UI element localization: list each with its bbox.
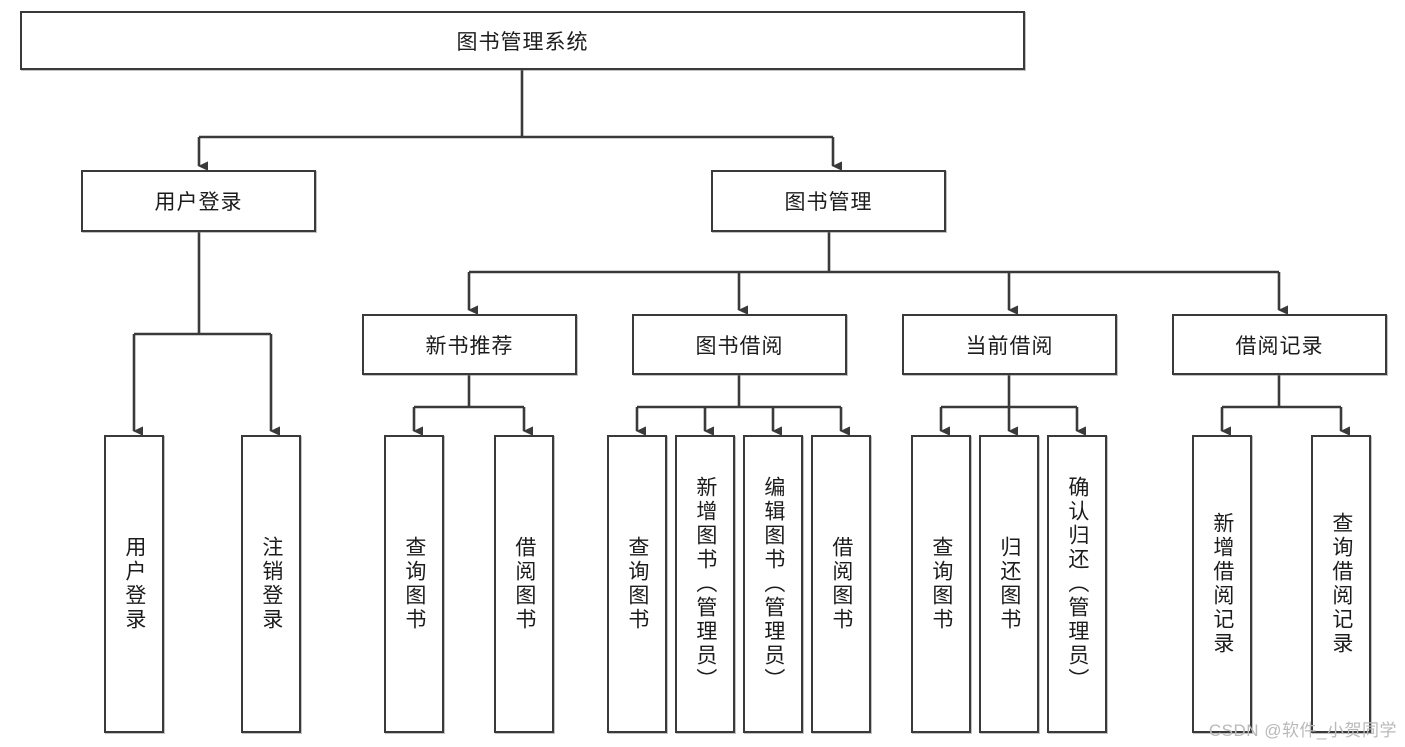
leaf-label: 注销登录 xyxy=(259,536,283,632)
csdn-watermark: CSDN @软件_小贺同学 xyxy=(1208,721,1397,740)
leaf-current-confirm-return-admin[interactable]: 确认归还（管理员） xyxy=(1047,435,1107,733)
leaf-borrow-edit-book-admin[interactable]: 编辑图书（管理员） xyxy=(743,435,803,733)
node-current-borrow[interactable]: 当前借阅 xyxy=(902,314,1117,375)
leaf-borrow-add-book-admin[interactable]: 新增图书（管理员） xyxy=(675,435,735,733)
leaf-label: 确认归还（管理员） xyxy=(1065,476,1089,692)
leaf-record-query-record[interactable]: 查询借阅记录 xyxy=(1311,435,1371,733)
leaf-label: 用户登录 xyxy=(122,536,146,632)
leaf-borrow-query-book[interactable]: 查询图书 xyxy=(607,435,667,733)
leaf-label: 查询图书 xyxy=(625,536,649,632)
leaf-label: 新增图书（管理员） xyxy=(693,476,717,692)
node-current-borrow-label: 当前借阅 xyxy=(965,334,1054,358)
leaf-label: 新增借阅记录 xyxy=(1210,512,1234,656)
leaf-label: 借阅图书 xyxy=(829,536,853,632)
leaf-label: 查询借阅记录 xyxy=(1329,512,1353,656)
leaf-label: 查询图书 xyxy=(929,536,953,632)
leaf-user-login-logout[interactable]: 注销登录 xyxy=(241,435,301,733)
node-book-borrow[interactable]: 图书借阅 xyxy=(632,314,847,375)
node-user-login-label: 用户登录 xyxy=(154,191,243,214)
node-borrow-record-label: 借阅记录 xyxy=(1235,334,1324,358)
leaf-current-return-book[interactable]: 归还图书 xyxy=(979,435,1039,733)
leaf-user-login-login[interactable]: 用户登录 xyxy=(104,435,164,733)
node-book-management-label: 图书管理 xyxy=(784,191,873,214)
node-book-borrow-label: 图书借阅 xyxy=(695,334,784,358)
node-borrow-record[interactable]: 借阅记录 xyxy=(1172,314,1387,375)
leaf-current-query-book[interactable]: 查询图书 xyxy=(911,435,971,733)
node-user-login[interactable]: 用户登录 xyxy=(81,170,316,232)
leaf-label: 借阅图书 xyxy=(512,536,536,632)
leaf-recommend-borrow-book[interactable]: 借阅图书 xyxy=(494,435,554,733)
leaf-recommend-query-book[interactable]: 查询图书 xyxy=(384,435,444,733)
node-book-management[interactable]: 图书管理 xyxy=(711,170,946,232)
node-new-book-recommend[interactable]: 新书推荐 xyxy=(362,314,577,375)
node-root-system[interactable]: 图书管理系统 xyxy=(20,11,1025,70)
leaf-label: 编辑图书（管理员） xyxy=(761,476,785,692)
node-new-book-recommend-label: 新书推荐 xyxy=(425,334,514,358)
leaf-label: 查询图书 xyxy=(402,536,426,632)
leaf-record-add-record[interactable]: 新增借阅记录 xyxy=(1192,435,1252,733)
node-root-label: 图书管理系统 xyxy=(456,30,589,54)
leaf-label: 归还图书 xyxy=(997,536,1021,632)
leaf-borrow-borrow-book[interactable]: 借阅图书 xyxy=(811,435,871,733)
